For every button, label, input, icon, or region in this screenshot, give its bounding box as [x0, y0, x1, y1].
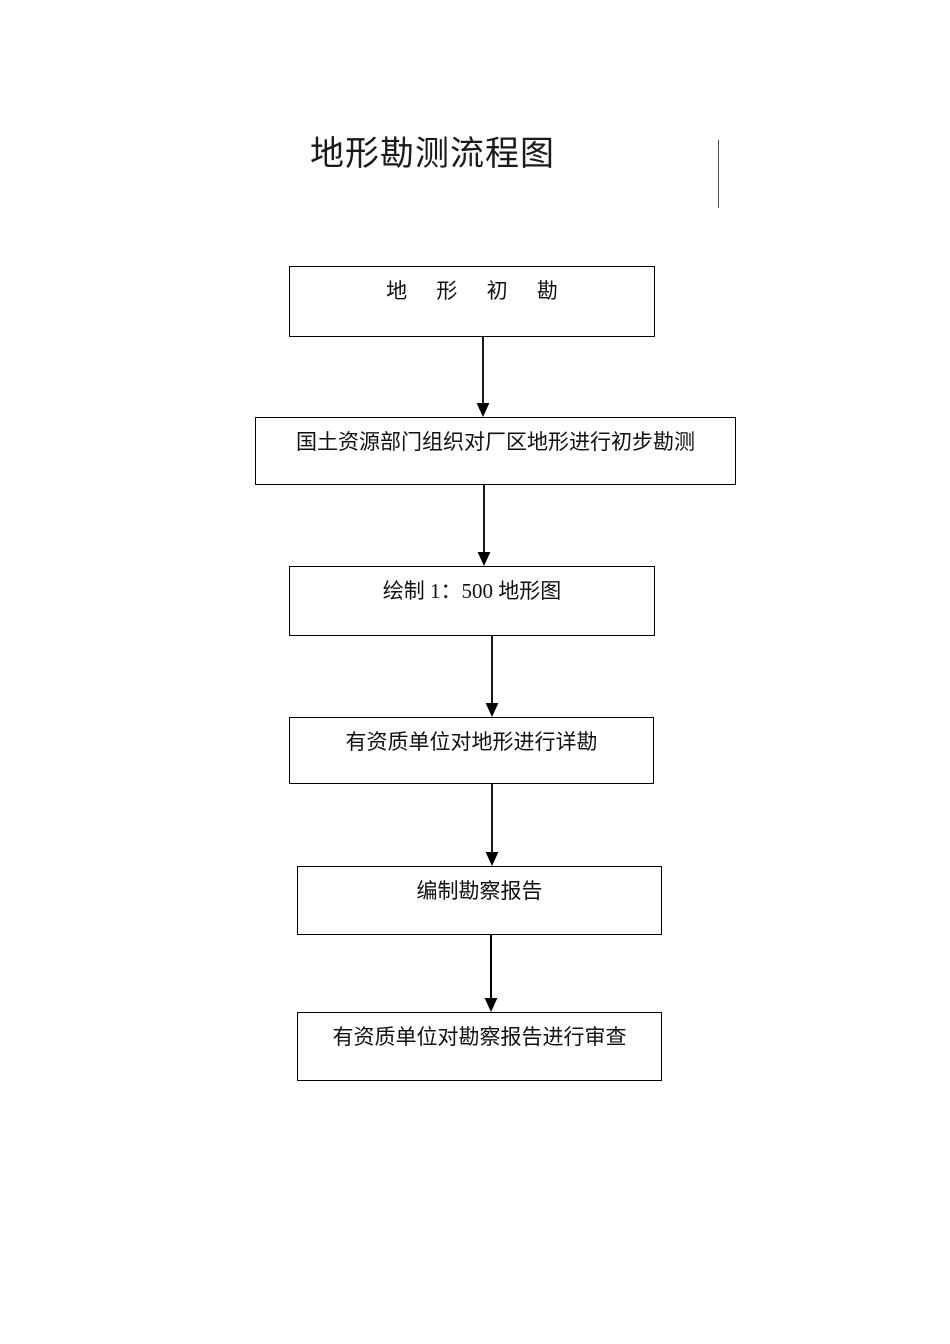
flow-node-4[interactable]: 有资质单位对地形进行详勘	[289, 717, 654, 784]
down-arrow-icon	[485, 636, 499, 717]
flow-node-6-label: 有资质单位对勘察报告进行审查	[332, 1025, 627, 1049]
flow-node-6[interactable]: 有资质单位对勘察报告进行审查	[297, 1012, 662, 1081]
flow-node-3-label: 绘制 1：500 地形图	[382, 579, 562, 603]
flow-edge-4	[481, 784, 503, 867]
flow-node-5[interactable]: 编制勘察报告	[297, 866, 662, 935]
flow-node-5-label: 编制勘察报告	[416, 879, 543, 903]
flow-node-2[interactable]: 国土资源部门组织对厂区地形进行初步勘测	[255, 417, 736, 485]
flow-node-4-label: 有资质单位对地形进行详勘	[345, 730, 598, 754]
flow-edge-1	[472, 337, 494, 418]
page-title: 地形勘测流程图	[310, 136, 555, 173]
flow-node-1[interactable]: 地 形 初 勘	[289, 266, 655, 337]
flow-edge-2	[473, 485, 495, 567]
down-arrow-icon	[485, 784, 499, 866]
flow-edge-3	[481, 636, 503, 718]
flow-node-3[interactable]: 绘制 1：500 地形图	[289, 566, 655, 636]
flow-edge-5	[480, 935, 502, 1013]
title-vertical-rule	[718, 140, 719, 208]
down-arrow-icon	[484, 935, 498, 1012]
down-arrow-icon	[476, 337, 490, 417]
down-arrow-icon	[477, 485, 491, 566]
flow-node-2-label: 国土资源部门组织对厂区地形进行初步勘测	[296, 430, 695, 454]
flow-node-1-label: 地 形 初 勘	[386, 279, 570, 303]
